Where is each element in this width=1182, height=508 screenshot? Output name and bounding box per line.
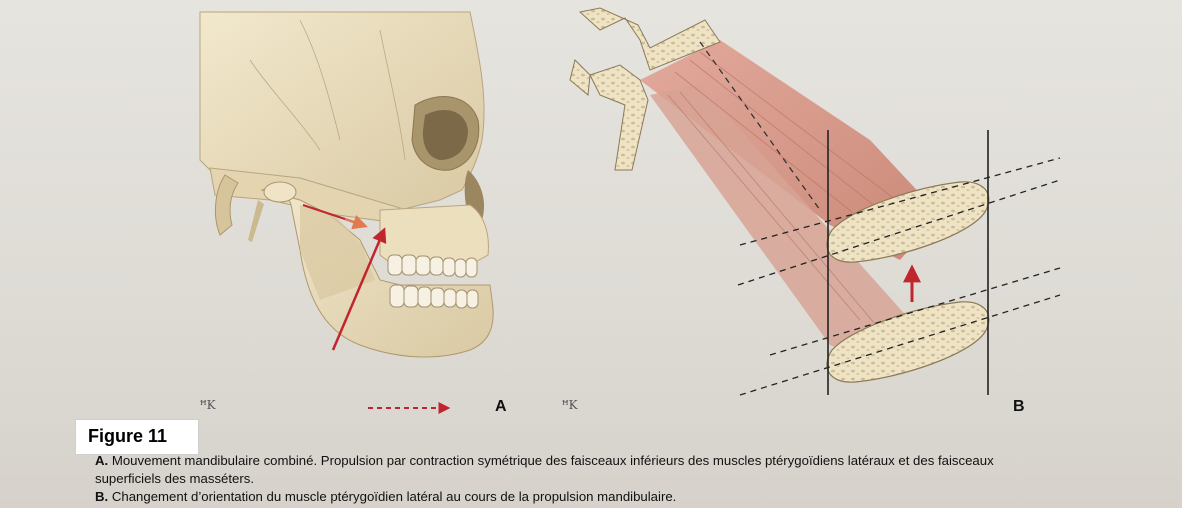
- caption-a-text: Mouvement mandibulaire combiné. Propulsi…: [112, 453, 994, 468]
- stamp-mark-center: ꟸK: [562, 398, 578, 412]
- caption-b-text: Changement d’orientation du muscle ptéry…: [112, 489, 676, 504]
- panel-b-label: B: [1013, 398, 1025, 416]
- caption-b-letter: B.: [95, 489, 108, 504]
- caption-a-letter: A.: [95, 453, 108, 468]
- caption-a: A. Mouvement mandibulaire combiné. Propu…: [95, 452, 1155, 488]
- stamp-mark-left: ꟸK: [200, 398, 216, 412]
- panel-a-label: A: [495, 398, 507, 416]
- figure-tag: Figure 11: [75, 419, 199, 455]
- skull-illustration: [200, 12, 493, 357]
- caption-a-text-cont: superficiels des masséters.: [95, 471, 254, 486]
- pterygoid-arrow-head: [345, 219, 365, 226]
- figure-tag-text: Figure 11: [88, 426, 167, 447]
- caption-b: B. Changement d’orientation du muscle pt…: [95, 488, 1155, 506]
